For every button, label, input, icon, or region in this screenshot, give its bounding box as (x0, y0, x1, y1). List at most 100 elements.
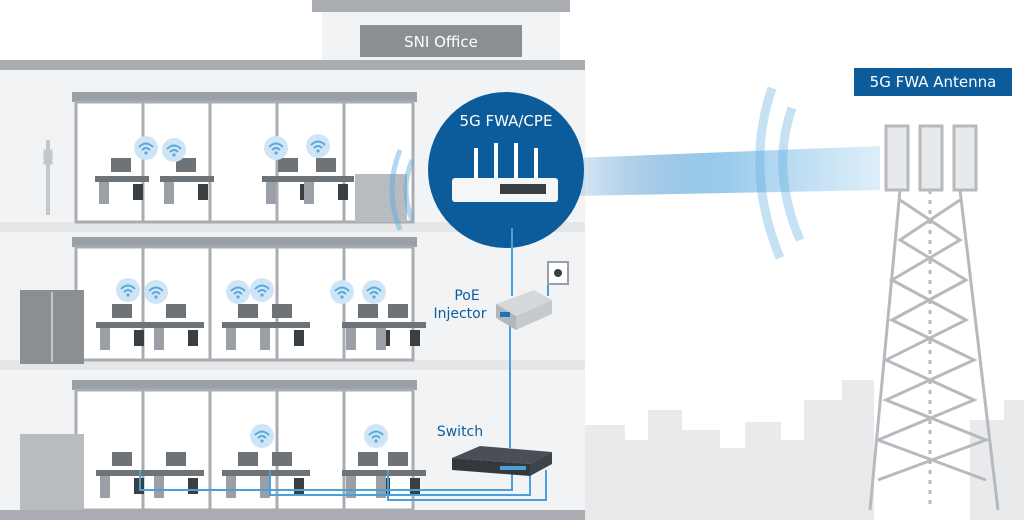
desk-leg (100, 328, 110, 350)
cpe-label: 5G FWA/CPE (460, 112, 553, 130)
network-cables (139, 228, 558, 501)
desk-leg (376, 328, 386, 350)
wifi-icon (226, 280, 250, 304)
floor-ceiling-beam (72, 92, 417, 102)
desk-leg (260, 328, 270, 350)
desk-leg (99, 182, 109, 204)
office-furniture (95, 158, 426, 498)
cpe-router-node: 5G FWA/CPE (428, 92, 584, 248)
desk (96, 470, 150, 476)
desk (372, 470, 426, 476)
desk-leg (376, 476, 386, 498)
wifi-icon (144, 280, 168, 304)
desk-leg (100, 476, 110, 498)
desk (342, 322, 396, 328)
power-plug-icon (547, 261, 569, 285)
desk (342, 470, 396, 476)
antenna-tower-icon (868, 124, 1000, 511)
desk (256, 322, 310, 328)
poe-label-line1: PoE (454, 288, 479, 304)
monitor (388, 452, 408, 466)
monitor (358, 304, 378, 318)
poe-injector-icon (496, 290, 552, 330)
desk (256, 470, 310, 476)
cpe-signal-arcs (389, 149, 415, 231)
chair (294, 478, 304, 494)
monitor (388, 304, 408, 318)
chair (294, 330, 304, 346)
wifi-icon (330, 280, 354, 304)
office-sign-label: SNI Office (404, 33, 478, 51)
chair (133, 184, 143, 200)
wifi-icon (362, 280, 386, 304)
desk (222, 470, 276, 476)
desk-leg (304, 182, 314, 204)
rooftop-mast (43, 140, 53, 215)
monitor (238, 452, 258, 466)
desk-leg (346, 328, 356, 350)
desk (150, 322, 204, 328)
floor-ceiling-beam (72, 237, 417, 247)
window-frame (74, 388, 415, 512)
router-icon (452, 143, 558, 202)
monitor (358, 452, 378, 466)
desk-leg (346, 476, 356, 498)
monitor (112, 304, 132, 318)
desk (222, 322, 276, 328)
monitor (272, 452, 292, 466)
monitor (111, 158, 131, 172)
window-frame (74, 245, 415, 362)
floor-ceiling-beam (72, 380, 417, 390)
chair (188, 330, 198, 346)
wifi-icon (250, 278, 274, 302)
desk (96, 322, 150, 328)
antenna-label: 5G FWA Antenna (870, 73, 997, 91)
desk (262, 176, 316, 182)
wifi-icon (250, 424, 274, 448)
storage-cabinet (20, 290, 84, 364)
monitor (176, 158, 196, 172)
monitor (166, 452, 186, 466)
desk (300, 176, 354, 182)
monitor (112, 452, 132, 466)
switch-label: Switch (437, 424, 483, 440)
desk (95, 176, 149, 182)
desk (150, 470, 204, 476)
desk-leg (154, 476, 164, 498)
desk (160, 176, 214, 182)
desk-leg (260, 476, 270, 498)
desk-leg (266, 182, 276, 204)
wifi-icon (364, 424, 388, 448)
network-switch-icon (452, 446, 552, 476)
desk-leg (164, 182, 174, 204)
poe-label-line2: Injector (433, 306, 486, 322)
wifi-icon (116, 278, 140, 302)
chair (410, 478, 420, 494)
desk-leg (154, 328, 164, 350)
antenna-signal-arcs (755, 86, 805, 260)
wifi-icon (306, 134, 330, 158)
monitor (316, 158, 336, 172)
chair (410, 330, 420, 346)
desk-leg (226, 476, 236, 498)
chair (134, 330, 144, 346)
wifi-access-points (116, 134, 388, 448)
chair (338, 184, 348, 200)
wifi-icon (162, 138, 186, 162)
chair (198, 184, 208, 200)
bookshelf (20, 174, 407, 510)
desk-leg (226, 328, 236, 350)
wifi-icon (134, 136, 158, 160)
office-sign: SNI Office (360, 25, 522, 57)
city-skyline (585, 380, 1024, 520)
chair (188, 478, 198, 494)
monitor (278, 158, 298, 172)
monitor (166, 304, 186, 318)
signal-beam (575, 146, 880, 196)
monitor (272, 304, 292, 318)
antenna-label-box: 5G FWA Antenna (854, 68, 1012, 96)
monitor (238, 304, 258, 318)
wifi-icon (264, 136, 288, 160)
desk (372, 322, 426, 328)
